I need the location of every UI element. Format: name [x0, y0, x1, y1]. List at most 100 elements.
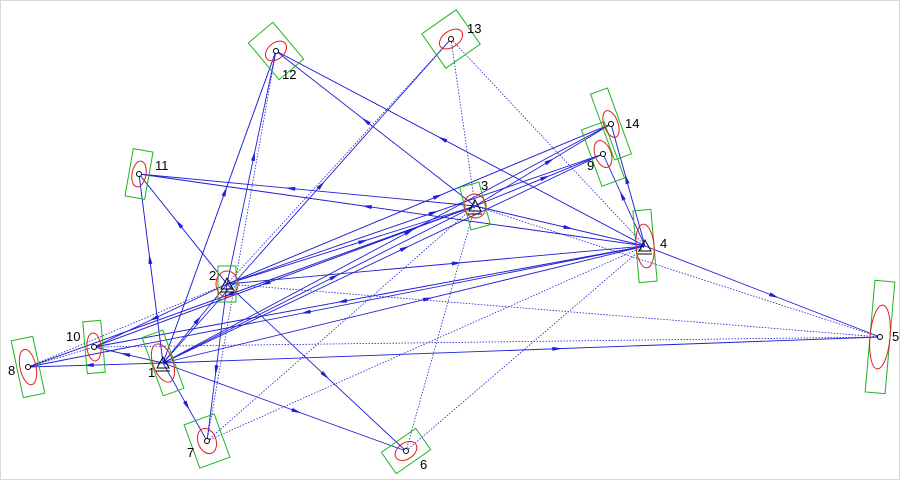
direction-arrow-icon: [404, 229, 414, 236]
station-4[interactable]: 4: [632, 208, 667, 284]
observation-line-13-4: [450, 38, 646, 247]
direction-arrow-icon: [552, 346, 563, 351]
observation-line-2-3: [226, 205, 476, 285]
direction-arrow-icon: [320, 370, 330, 380]
observation-line-14-2: [226, 123, 612, 285]
observation-line-2-10: [93, 283, 228, 348]
error-ellipse: [215, 270, 239, 298]
station-label: 14: [625, 116, 639, 131]
station-14[interactable]: 14: [589, 87, 640, 161]
observation-line-5-10: [93, 336, 881, 348]
observation-line-11-4: [138, 173, 646, 247]
observation-line-3-11: [138, 173, 476, 207]
station-label: 5: [892, 329, 899, 344]
error-ellipse: [18, 348, 38, 386]
station-label: 10: [66, 329, 80, 344]
observation-line-1-2: [162, 283, 228, 364]
direction-arrow-icon: [358, 239, 369, 245]
error-ellipse: [131, 160, 147, 188]
confidence-box: [217, 265, 237, 303]
observation-line-13-2: [226, 38, 452, 285]
point-circle-icon: [608, 121, 614, 127]
observation-line-2-9: [226, 153, 604, 285]
direction-arrow-icon: [428, 210, 439, 217]
point-circle-icon: [448, 36, 454, 42]
direction-arrow-icon: [149, 314, 160, 321]
observation-line-13-3: [450, 38, 476, 207]
point-circle-icon: [204, 438, 210, 444]
direction-arrow-icon: [148, 254, 153, 265]
station-10[interactable]: 10: [66, 319, 106, 375]
station-label: 11: [155, 158, 169, 173]
station-12[interactable]: 12: [247, 21, 305, 82]
direction-arrow-icon: [250, 150, 255, 162]
confidence-box: [589, 87, 633, 161]
confidence-box: [580, 121, 626, 187]
direction-arrow-icon: [768, 292, 779, 298]
error-ellipse: [869, 304, 891, 370]
error-ellipse: [635, 223, 655, 269]
direction-arrow-icon: [422, 297, 433, 302]
observation-line-10-4: [93, 245, 646, 348]
station-6[interactable]: 6: [380, 427, 432, 475]
observation-line-1-5: [162, 336, 881, 364]
error-ellipse: [463, 193, 487, 219]
station-label: 6: [420, 457, 427, 472]
direction-arrow-icon: [329, 274, 340, 281]
observation-lines: [27, 38, 881, 452]
observation-line-14-4: [610, 123, 646, 247]
station-label: 3: [481, 178, 488, 193]
observation-line-12-4: [275, 50, 646, 247]
confidence-box: [459, 181, 491, 231]
station-2[interactable]: 2: [209, 265, 239, 303]
direction-arrow-icon: [437, 136, 448, 143]
station-8[interactable]: 8: [8, 335, 46, 399]
direction-arrow-icon: [120, 353, 131, 358]
observation-line-7-4: [206, 245, 646, 442]
station-9[interactable]: 9: [580, 121, 626, 187]
station-5[interactable]: 5: [864, 279, 899, 395]
control-point-triangle-icon: [220, 276, 234, 293]
error-ellipse: [264, 40, 288, 62]
observation-line-8-10: [27, 346, 95, 368]
station-11[interactable]: 11: [124, 148, 169, 200]
direction-arrow-icon: [214, 365, 219, 376]
direction-arrow-icon: [619, 190, 626, 201]
observation-line-3-10: [93, 205, 476, 348]
control-point-triangle-icon: [638, 238, 652, 255]
station-label: 12: [282, 67, 296, 82]
confidence-box: [421, 9, 481, 69]
observation-line-2-12: [226, 50, 277, 285]
error-ellipse: [196, 427, 218, 455]
observation-line-1-8: [27, 362, 164, 368]
station-1[interactable]: 1: [141, 329, 185, 397]
confidence-box: [141, 329, 185, 397]
direction-arrow-icon: [193, 315, 202, 325]
station-label: 8: [8, 363, 15, 378]
observation-line-1-14: [162, 123, 612, 364]
point-circle-icon: [25, 364, 31, 370]
observation-line-2-6: [226, 283, 407, 452]
observation-line-1-13: [162, 38, 452, 364]
point-circle-icon: [600, 151, 606, 157]
observation-line-5-3: [474, 205, 881, 338]
station-7[interactable]: 7: [183, 413, 231, 469]
error-ellipse: [394, 440, 418, 462]
error-ellipse: [602, 110, 620, 138]
confidence-box: [82, 319, 106, 375]
observation-line-1-6: [162, 362, 407, 452]
confidence-box: [380, 427, 432, 475]
station-label: 13: [467, 21, 481, 36]
direction-arrow-icon: [361, 117, 371, 126]
direction-arrow-icon: [285, 186, 296, 191]
station-label: 7: [187, 445, 194, 460]
observation-line-7-3: [206, 205, 476, 442]
error-ellipse: [86, 332, 102, 362]
control-point-triangle-icon: [156, 355, 170, 372]
station-13[interactable]: 13: [421, 9, 482, 69]
station-3[interactable]: 3: [459, 178, 491, 231]
observation-line-5-2: [226, 283, 881, 338]
